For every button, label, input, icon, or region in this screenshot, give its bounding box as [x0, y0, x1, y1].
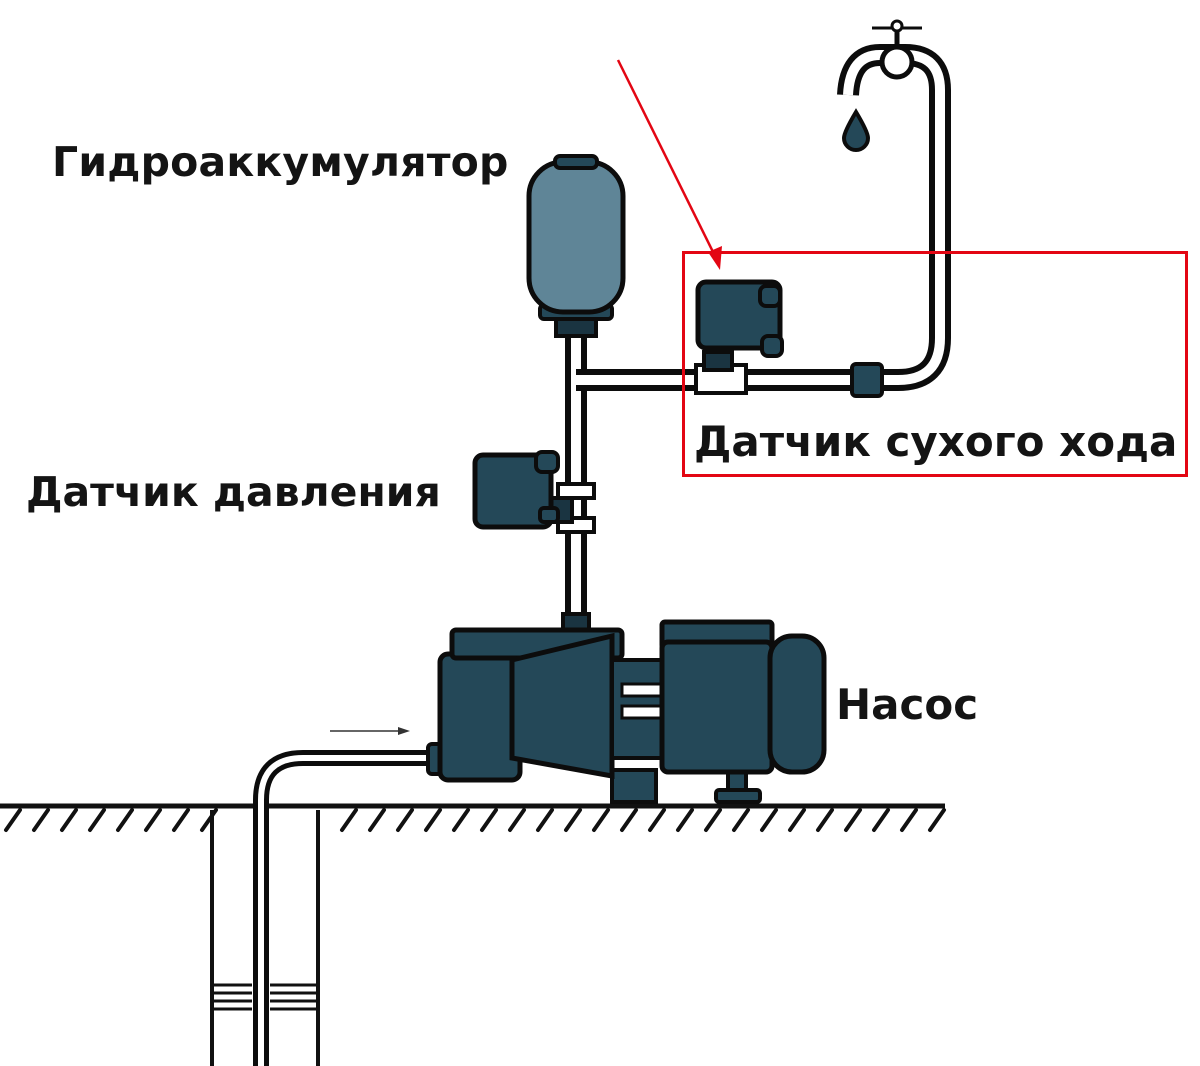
ground-hatch [648, 808, 666, 832]
ground-hatch [592, 808, 610, 832]
suction-pipe [253, 750, 440, 1066]
ground-hatch [452, 808, 470, 832]
well-casing [210, 810, 320, 1066]
flow-arrow-icon [330, 727, 410, 735]
ground-hatch [620, 808, 638, 832]
ground-hatch [872, 808, 890, 832]
dry-run-highlight-frame [682, 251, 1188, 477]
water-drop-icon [841, 108, 871, 152]
ground-hatch [900, 808, 918, 832]
ground [0, 803, 946, 832]
ground-hatch [368, 808, 386, 832]
label-pump: Насос [836, 680, 979, 729]
ground-hatch [480, 808, 498, 832]
accumulator-tank [526, 154, 626, 338]
ground-hatch [732, 808, 750, 832]
ground-hatch [536, 808, 554, 832]
label-dry-run-sensor: Датчик сухого хода [694, 417, 1178, 466]
ground-hatch [844, 808, 862, 832]
ground-hatch [144, 808, 162, 832]
pressure-switch [472, 450, 574, 530]
water-tap-icon [837, 19, 922, 97]
distribution-pipe [576, 44, 951, 391]
ground-hatch [396, 808, 414, 832]
ground-hatch [676, 808, 694, 832]
ground-hatch [340, 808, 358, 832]
ground-hatch [116, 808, 134, 832]
ground-hatch [816, 808, 834, 832]
ground-hatch [4, 808, 22, 832]
ground-hatch [424, 808, 442, 832]
dry-run-sensor [694, 279, 784, 395]
label-accumulator: Гидроаккумулятор [52, 138, 509, 186]
ground-hatch [32, 808, 50, 832]
ground-hatch [172, 808, 190, 832]
pipe-coupling [850, 362, 884, 398]
ground-hatch [760, 808, 778, 832]
label-pressure-switch: Датчик давления [26, 468, 441, 516]
ground-hatch [704, 808, 722, 832]
ground-hatch [564, 808, 582, 832]
tee-fitting [556, 482, 596, 534]
ground-hatch [788, 808, 806, 832]
pump [426, 612, 827, 804]
ground-hatch [508, 808, 526, 832]
ground-hatch [88, 808, 106, 832]
ground-hatch [60, 808, 78, 832]
ground-hatch [928, 808, 946, 832]
